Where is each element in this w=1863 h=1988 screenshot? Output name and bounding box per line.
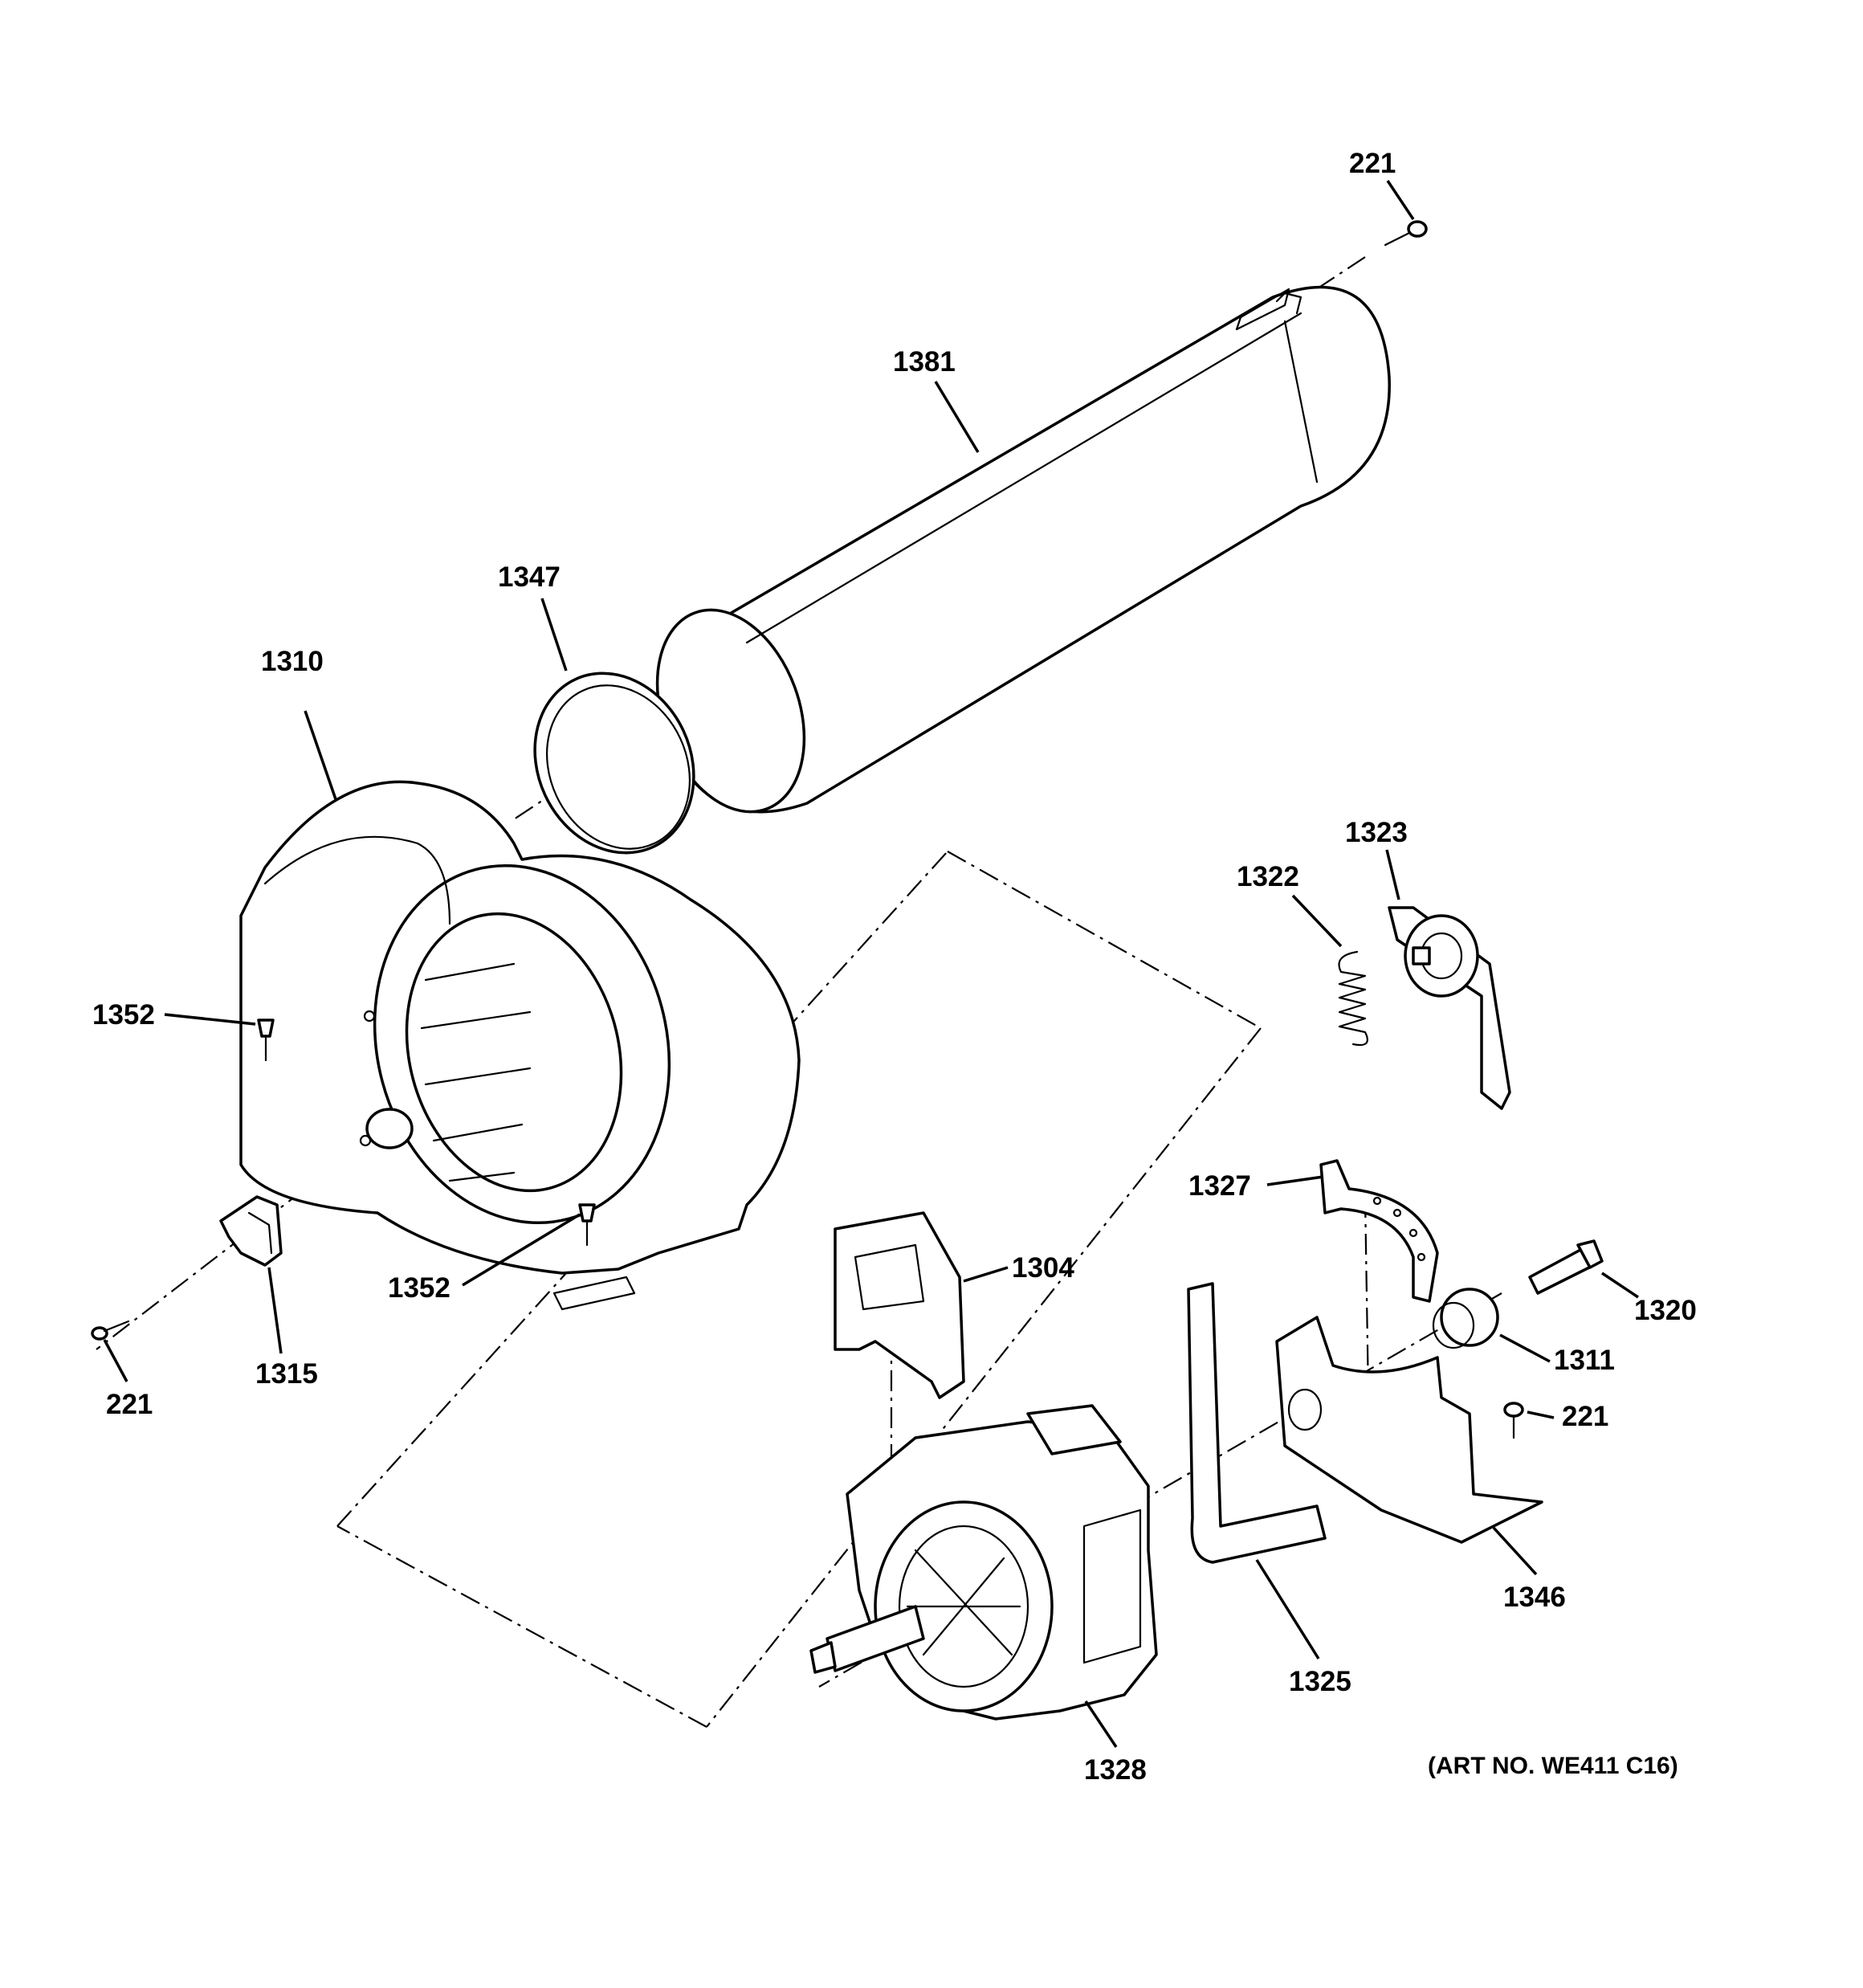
label-1327: 1327 xyxy=(1188,1170,1251,1202)
screw-221-left xyxy=(91,1320,130,1341)
label-1381: 1381 xyxy=(893,346,956,378)
label-1311: 1311 xyxy=(1554,1345,1615,1376)
motor-mount-bracket-1346 xyxy=(1275,1316,1543,1544)
label-1352-left: 1352 xyxy=(92,999,155,1031)
spring-1322 xyxy=(1338,950,1368,1047)
screw-221-right xyxy=(1503,1402,1524,1439)
sensor-bracket-1315 xyxy=(219,1195,283,1267)
motor-1328 xyxy=(809,1404,1158,1721)
label-1315: 1315 xyxy=(255,1358,318,1390)
label-1347: 1347 xyxy=(498,561,561,593)
ring-seal-1347 xyxy=(533,672,695,855)
belt-clip-1327 xyxy=(1319,1159,1439,1303)
drum-tube-1381 xyxy=(655,285,1391,814)
label-1325: 1325 xyxy=(1289,1666,1351,1697)
shield-1304 xyxy=(834,1211,965,1399)
label-1328: 1328 xyxy=(1084,1754,1147,1786)
part-labels: 221 1381 1347 1310 1323 1322 1352 1327 1… xyxy=(92,148,1697,1786)
screw-1352-left xyxy=(257,1018,275,1062)
label-1310: 1310 xyxy=(261,646,324,677)
label-221-top: 221 xyxy=(1349,148,1396,179)
bolt-1320 xyxy=(1528,1239,1604,1295)
label-1322: 1322 xyxy=(1237,861,1299,892)
label-1323: 1323 xyxy=(1345,817,1408,848)
label-1346: 1346 xyxy=(1503,1582,1566,1613)
screw-1352-bottom xyxy=(552,1203,636,1311)
label-1304: 1304 xyxy=(1012,1252,1074,1284)
label-221-right: 221 xyxy=(1562,1401,1608,1432)
screw-221-top xyxy=(1384,220,1428,247)
idler-pulley-1323 xyxy=(1388,906,1511,1110)
label-1320: 1320 xyxy=(1634,1295,1697,1326)
blower-housing-1310 xyxy=(239,780,801,1275)
belt-1325 xyxy=(1187,1282,1327,1564)
roller-1311 xyxy=(1432,1288,1499,1349)
label-221-left: 221 xyxy=(106,1389,153,1420)
leader-lines xyxy=(103,180,1639,1748)
label-1352-bottom: 1352 xyxy=(388,1272,450,1304)
art-number: (ART NO. WE411 C16) xyxy=(1428,1753,1678,1779)
